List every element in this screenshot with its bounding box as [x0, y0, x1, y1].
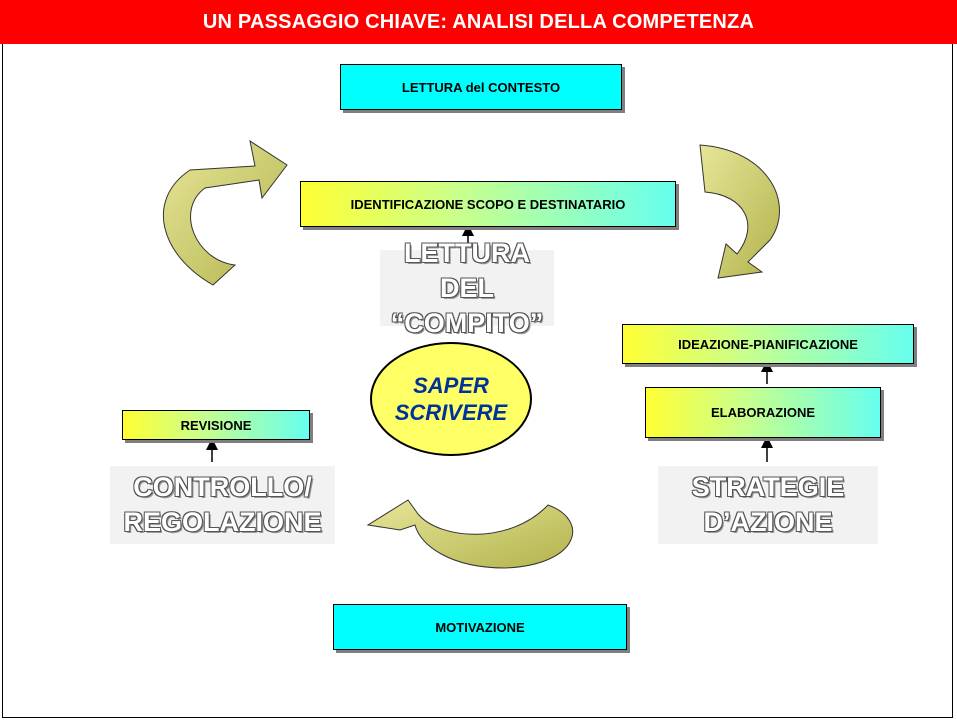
- panel-strategie-line2: D’AZIONE: [703, 507, 833, 537]
- slide-title: UN PASSAGGIO CHIAVE: ANALISI DELLA COMPE…: [0, 0, 957, 44]
- center-ellipse: [370, 342, 532, 456]
- panel-strategie-line1: STRATEGIE: [691, 472, 845, 502]
- panel-lettura-compito: LETTURA DEL “COMPITO”: [380, 238, 554, 338]
- center-label-line1: SAPER: [413, 373, 489, 398]
- center-label-line2: SCRIVERE: [394, 400, 508, 425]
- curved-arrow-top-left-icon: [162, 139, 288, 286]
- panel-lettura-compito-line2: “COMPITO”: [390, 307, 544, 338]
- panel-lettura-compito-line1: LETTURA DEL: [404, 237, 530, 303]
- box-ideazione-pianificazione: IDEAZIONE-PIANIFICAZIONE: [622, 324, 914, 364]
- panel-controllo-line1: CONTROLLO/: [133, 472, 312, 502]
- panel-controllo-regolazione: CONTROLLO/ REGOLAZIONE: [110, 466, 335, 544]
- box-motivazione: MOTIVAZIONE: [333, 604, 627, 650]
- panel-strategie-azione: STRATEGIE D’AZIONE: [658, 466, 878, 544]
- box-elaborazione: ELABORAZIONE: [645, 387, 881, 438]
- box-revisione: REVISIONE: [122, 410, 310, 440]
- panel-controllo-line2: REGOLAZIONE: [123, 507, 322, 537]
- curved-arrow-top-right-icon: [699, 144, 780, 279]
- curved-arrow-bottom-icon: [366, 499, 574, 569]
- center-label: SAPER SCRIVERE: [370, 342, 532, 456]
- box-lettura-contesto: LETTURA del CONTESTO: [340, 64, 622, 110]
- box-identificazione-scopo: IDENTIFICAZIONE SCOPO E DESTINATARIO: [300, 181, 676, 227]
